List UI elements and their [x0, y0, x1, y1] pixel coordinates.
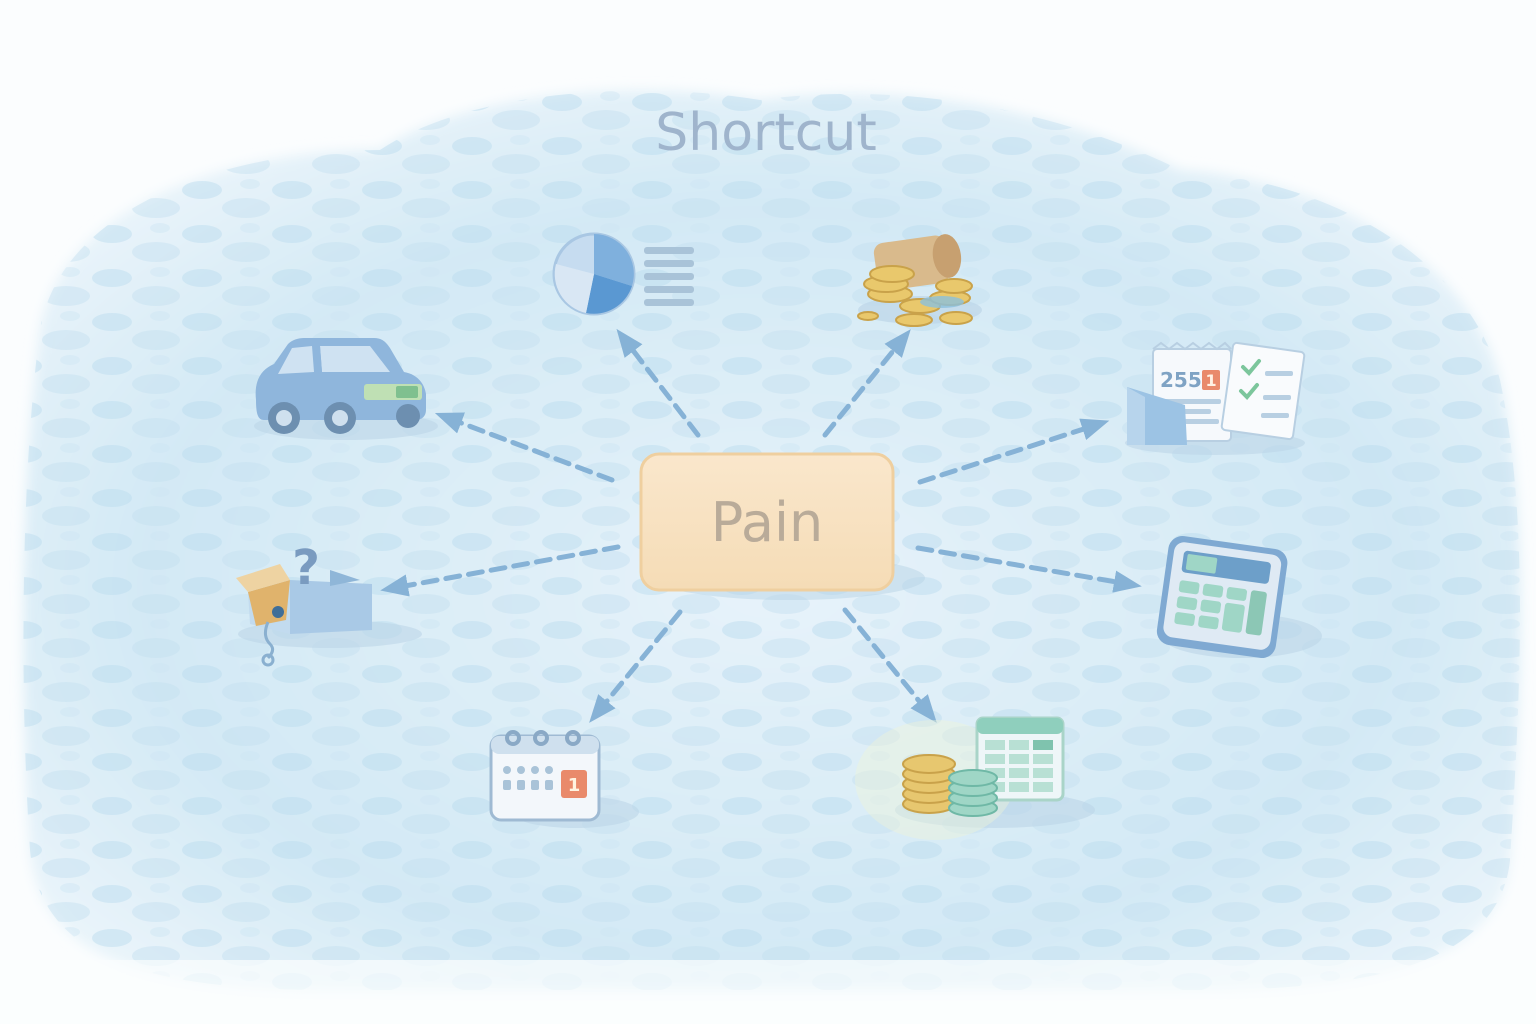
spilled-coins-jar-icon [857, 234, 982, 327]
arrow-to-calculator [915, 545, 1142, 593]
center-label: Pain [711, 491, 823, 554]
calendar-icon: 1 [489, 730, 639, 828]
open-box-question-icon: ? [236, 540, 422, 667]
diagram-title: Shortcut [655, 103, 876, 163]
calendar-badge: 1 [568, 775, 581, 796]
coins-spreadsheet-icon [855, 716, 1095, 840]
question-mark: ? [292, 540, 320, 596]
arrow-to-coins-jar [822, 329, 911, 438]
arrow-to-calendar [589, 609, 683, 723]
car-icon [254, 338, 438, 440]
receipt-badge: 1 [1205, 371, 1216, 390]
receipts-checklist-icon: 255 1 [1125, 341, 1306, 455]
pie-chart-list-icon [552, 232, 694, 316]
arrow-to-car [434, 412, 615, 483]
calculator-icon [1156, 536, 1322, 659]
arrow-to-pie-chart [616, 328, 701, 438]
center-node: Pain [639, 452, 925, 600]
arrow-to-receipts [917, 418, 1110, 485]
receipt-number: 255 [1160, 368, 1202, 392]
arrow-to-open-box [380, 544, 621, 597]
arrows [380, 328, 1142, 723]
arrow-to-coins-spreadsheet [842, 607, 937, 723]
